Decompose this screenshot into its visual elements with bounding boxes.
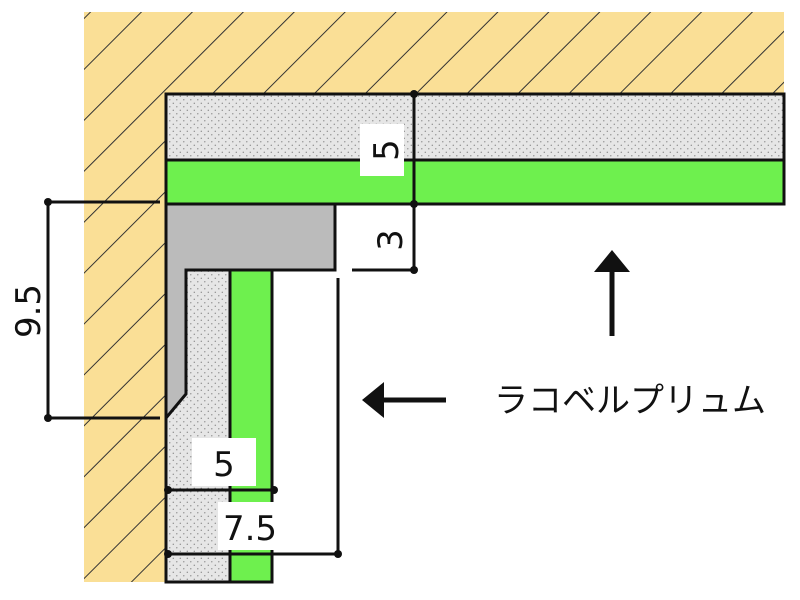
dimension-label-side-panel: 5 — [213, 445, 235, 485]
dimension-label-side-offset: 7.5 — [223, 509, 277, 549]
top-green-layer — [164, 158, 786, 206]
dimension-label-top-panel: 5 — [367, 139, 407, 161]
dimension-label-left-height: 9.5 — [9, 284, 49, 338]
dimension-side-offset — [164, 278, 342, 558]
arrow-up-icon — [594, 250, 630, 336]
product-label: ラコベルプリュム — [494, 381, 766, 421]
wall-hatch — [84, 12, 784, 582]
dimension-side-panel — [164, 438, 278, 494]
arrow-left-icon — [362, 382, 446, 418]
dimension-left-height — [4, 198, 160, 422]
corner-trim — [164, 202, 337, 423]
dimension-label-gap: 3 — [371, 229, 411, 251]
top-panel — [164, 92, 786, 162]
dimension-top-panel — [360, 90, 418, 274]
